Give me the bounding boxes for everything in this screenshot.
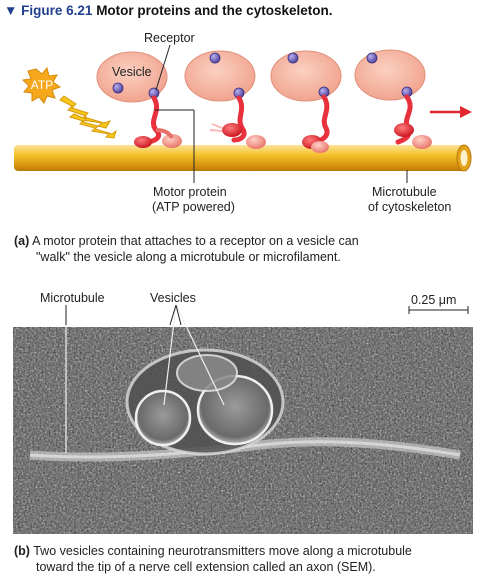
atp-burst-icon: ATP <box>21 66 62 104</box>
receptor-dot <box>209 52 221 64</box>
caption-b-line2: toward the tip of a nerve cell extension… <box>36 560 376 574</box>
figure-title-text: Motor proteins and the cytoskeleton. <box>96 3 333 18</box>
atp-label: ATP <box>31 78 53 92</box>
caption-a: (a) A motor protein that attaches to a r… <box>14 233 474 265</box>
vesicle-unit-3 <box>270 50 342 153</box>
micrograph-vesicle-leader-2 <box>175 305 225 406</box>
motor-protein-diagram: ATP <box>14 31 472 214</box>
energy-bolt-icon <box>59 95 117 139</box>
scale-bar-label: 0.25 μm <box>411 293 457 307</box>
figure-arrow-icon: ▼ <box>4 3 18 18</box>
motor-protein-label: Motor protein <box>153 185 227 199</box>
motor-protein-sublabel: (ATP powered) <box>152 200 235 214</box>
micrograph-image <box>13 327 473 534</box>
receptor-label: Receptor <box>144 31 195 45</box>
sem-micrograph <box>13 305 473 534</box>
receptor-leader <box>155 44 171 91</box>
vesicle-unit-1 <box>96 51 182 148</box>
microtubule-sublabel: of cytoskeleton <box>368 200 451 214</box>
microtubule <box>14 144 472 172</box>
receptor-dot <box>287 52 299 64</box>
caption-b-tag: (b) <box>14 544 30 558</box>
micrograph-microtubule-label: Microtubule <box>40 291 105 305</box>
caption-b: (b) Two vesicles containing neurotransmi… <box>14 543 474 575</box>
caption-a-tag: (a) <box>14 234 30 248</box>
figure-title: ▼ Figure 6.21 Motor proteins and the cyt… <box>4 3 332 18</box>
direction-arrow-icon <box>430 106 472 118</box>
caption-a-line2: "walk" the vesicle along a microtubule o… <box>36 250 341 264</box>
receptor-dot <box>112 82 124 94</box>
receptor-dot <box>366 52 378 64</box>
microtubule-label: Microtubule <box>372 185 437 199</box>
caption-b-line1: Two vesicles containing neurotransmitter… <box>33 544 412 558</box>
vesicle-label: Vesicle <box>112 65 152 79</box>
micrograph-vesicles-label: Vesicles <box>150 291 196 305</box>
caption-a-line1: A motor protein that attaches to a recep… <box>32 234 359 248</box>
micrograph-vesicle-leader-1 <box>163 305 177 406</box>
figure-number: Figure 6.21 <box>21 3 93 18</box>
vesicle-unit-2 <box>184 50 266 149</box>
vesicle-unit-4 <box>354 49 432 149</box>
